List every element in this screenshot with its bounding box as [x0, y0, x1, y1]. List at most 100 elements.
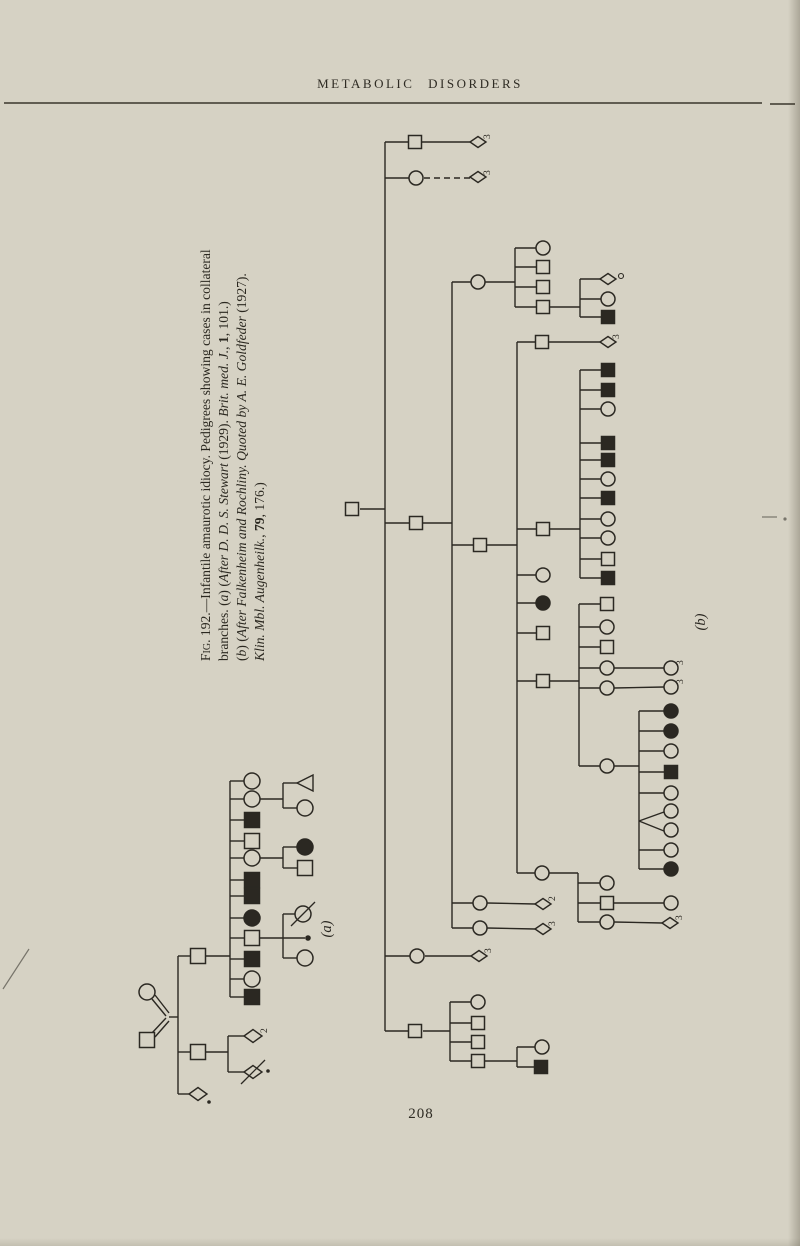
unknown-sex-symbol [533, 897, 553, 911]
affected-female-symbol [535, 595, 551, 611]
count-mark: 3 [612, 334, 622, 339]
pedigree-line [613, 686, 665, 689]
small-circle-mark [617, 272, 625, 280]
male-symbol [296, 859, 314, 877]
female-symbol [472, 895, 488, 911]
female-symbol [600, 511, 616, 527]
male-symbol [470, 1034, 486, 1050]
affected-male-symbol [600, 490, 616, 506]
male-symbol [470, 1015, 486, 1031]
affected-female-symbol [663, 861, 679, 877]
count-mark: 2 [548, 896, 558, 901]
unknown-sex-symbol [598, 335, 618, 349]
stillbirth-dot-symbol [305, 935, 311, 941]
female-symbol [663, 743, 679, 759]
male-symbol [407, 1023, 423, 1039]
male-symbol [407, 134, 423, 150]
count-mark: 3 [483, 134, 493, 139]
figure-caption: Fig. 192.—Infantile amaurotic idiocy. Pe… [197, 141, 273, 661]
female-symbol [470, 994, 486, 1010]
affected-male-symbol [243, 811, 261, 829]
unknown-sex-symbol [598, 272, 618, 286]
female-symbol [535, 240, 551, 256]
female-symbol [138, 983, 156, 1001]
unknown-sex-symbol [533, 922, 553, 936]
unknown-sex-symbol [469, 949, 489, 963]
count-mark: 3 [548, 921, 558, 926]
affected-male-symbol [600, 362, 616, 378]
male-symbol [599, 895, 615, 911]
female-symbol [663, 803, 679, 819]
female-symbol [663, 895, 679, 911]
male-symbol [535, 625, 551, 641]
affected-male-symbol [243, 887, 261, 905]
female-symbol [534, 865, 550, 881]
male-symbol [599, 596, 615, 612]
affected-male-symbol [663, 764, 679, 780]
unknown-sex-symbol [242, 1028, 264, 1044]
female-symbol [599, 758, 615, 774]
affected-male-symbol [600, 382, 616, 398]
affected-female-symbol [243, 909, 261, 927]
male-symbol [344, 501, 360, 517]
male-symbol [535, 521, 551, 537]
affected-male-symbol [243, 988, 261, 1006]
page-header-title: METABOLIC DISORDERS [317, 76, 523, 91]
female-symbol [599, 660, 615, 676]
male-symbol [535, 673, 551, 689]
small-dot-mark [207, 1100, 211, 1104]
unknown-sex-symbol [187, 1086, 209, 1102]
female-symbol [408, 170, 424, 186]
female-symbol [599, 680, 615, 696]
figure-label-b: (b) [693, 613, 709, 630]
caption-line: Klin. Mbl. Augenheilk., 79, 176.) [252, 482, 267, 661]
female-symbol [663, 785, 679, 801]
count-mark: 3 [483, 170, 493, 175]
male-symbol [535, 259, 551, 275]
count-mark: 3 [676, 660, 686, 665]
male-symbol [535, 299, 551, 315]
female-symbol [600, 471, 616, 487]
male-symbol [472, 537, 488, 553]
scan-artifact [2, 948, 30, 990]
deceased-overlay [290, 901, 316, 927]
male-symbol [470, 1053, 486, 1069]
male-symbol [600, 551, 616, 567]
pedigree-line [486, 902, 536, 905]
female-symbol [534, 1039, 550, 1055]
affected-male-symbol [600, 435, 616, 451]
male-symbol [189, 947, 207, 965]
unknown-sex-symbol [660, 916, 680, 930]
figure-label-a: (a) [319, 920, 335, 937]
caption-line: branches. (a) (After D. D. S. Stewart (1… [216, 301, 231, 661]
affected-male-symbol [243, 871, 261, 889]
female-symbol [296, 949, 314, 967]
female-symbol [599, 914, 615, 930]
count-mark: 3 [676, 679, 686, 684]
caption-line: (b) (After Falkenheim and Rochliny. Quot… [234, 273, 249, 661]
female-symbol [663, 660, 679, 676]
page-edge-shadow [788, 0, 800, 1246]
pedigree-line [486, 927, 536, 930]
female-symbol [409, 948, 425, 964]
pedigree-line [151, 1017, 167, 1034]
female-symbol [470, 274, 486, 290]
female-symbol [472, 920, 488, 936]
female-symbol [663, 842, 679, 858]
male-symbol [599, 639, 615, 655]
caption-line: Fig. 192.—Infantile amaurotic idiocy. Pe… [198, 249, 213, 661]
affected-female-symbol [663, 703, 679, 719]
female-symbol [600, 401, 616, 417]
affected-female-symbol [663, 723, 679, 739]
female-symbol [599, 619, 615, 635]
unknown-sex-symbol [468, 135, 488, 149]
unknown-sex-symbol [468, 170, 488, 184]
affected-male-symbol [600, 452, 616, 468]
female-symbol [599, 875, 615, 891]
affected-male-symbol [243, 950, 261, 968]
count-mark: 3 [484, 948, 494, 953]
page-bottom-shadow [0, 1238, 800, 1246]
female-symbol [243, 970, 261, 988]
